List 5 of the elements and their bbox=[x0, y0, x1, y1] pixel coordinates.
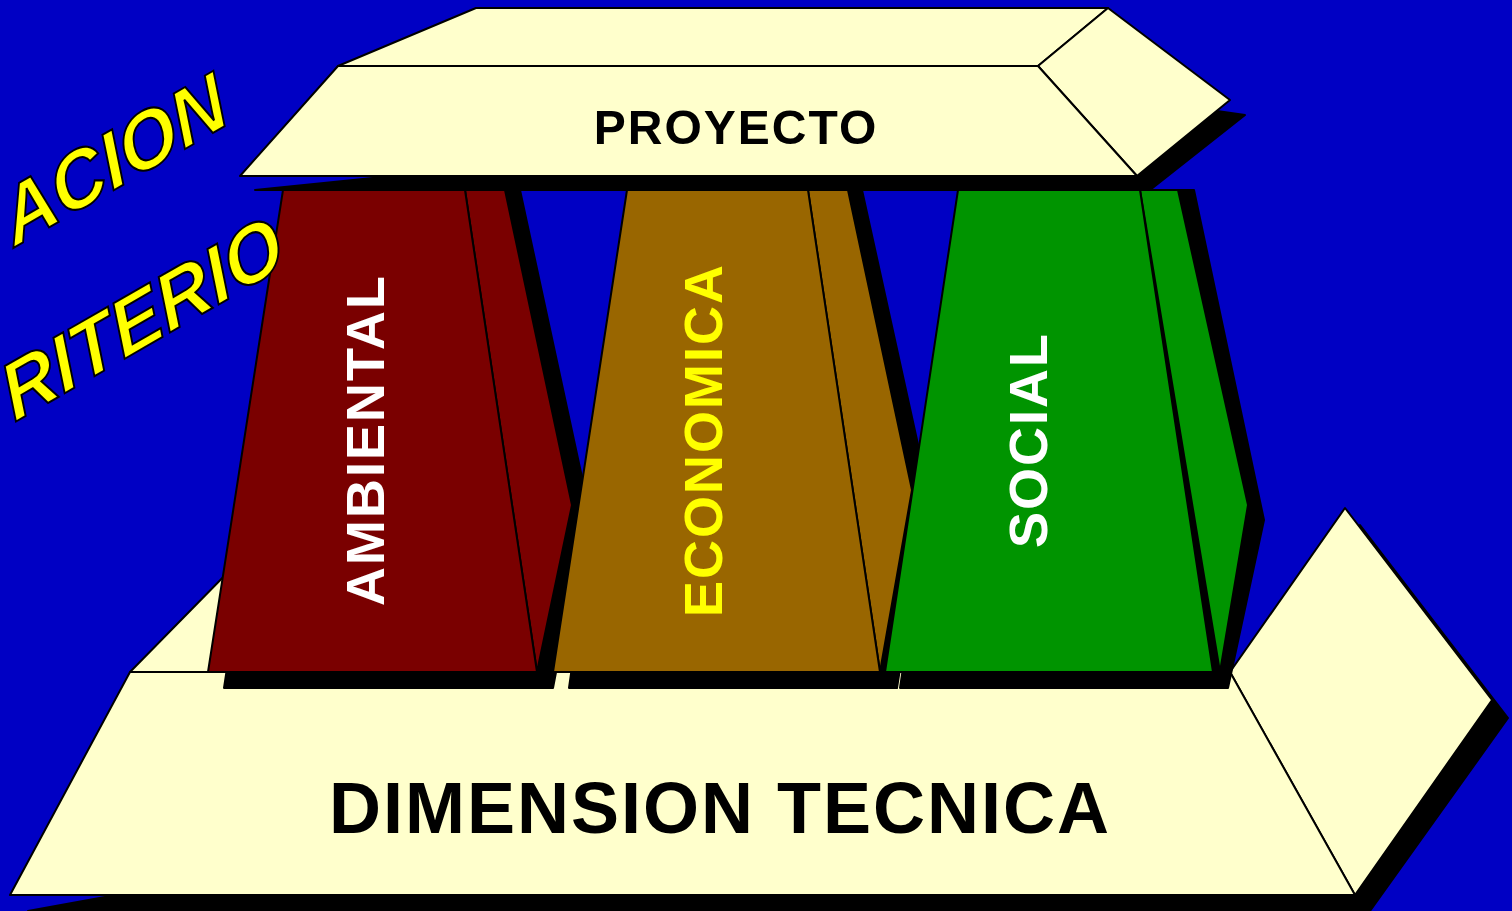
block-label: SOCIAL bbox=[1001, 332, 1055, 548]
block-label: AMBIENTAL bbox=[338, 274, 392, 606]
block-label: DIMENSION TECNICA bbox=[329, 772, 1111, 844]
block-label: ECONOMICA bbox=[676, 263, 730, 617]
block-label: PROYECTO bbox=[593, 104, 879, 152]
